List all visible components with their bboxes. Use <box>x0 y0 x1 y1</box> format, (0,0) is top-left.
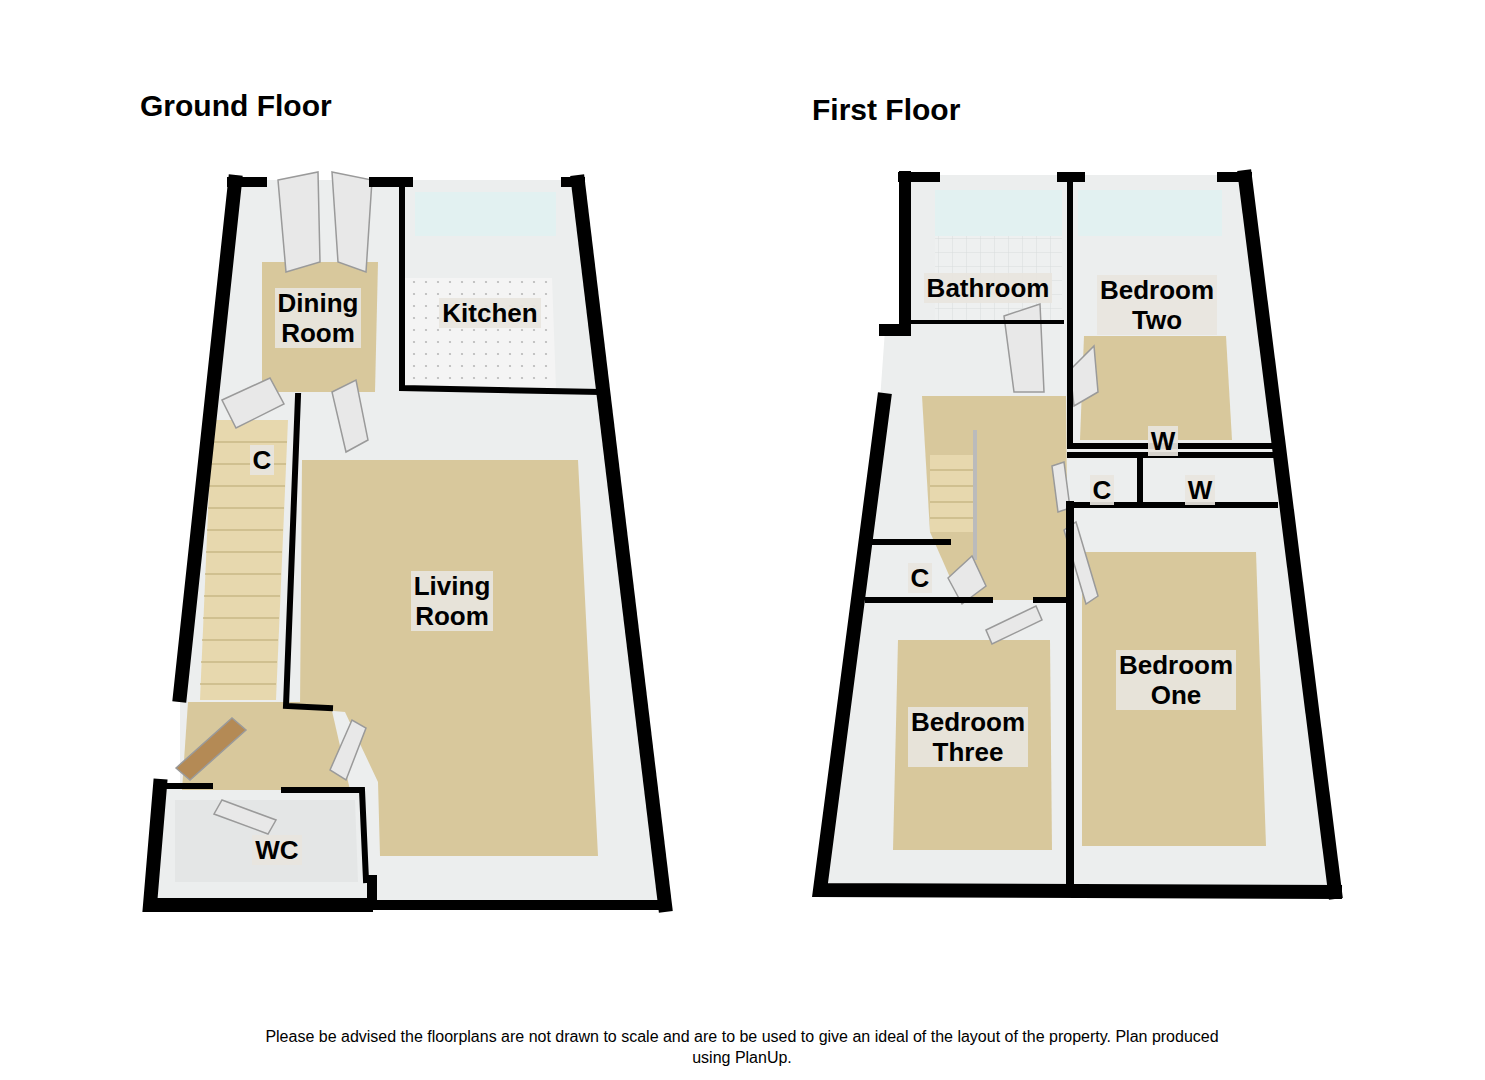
bathroom-window <box>935 190 1062 236</box>
room-name: Bathroom <box>924 273 1053 303</box>
bedroom-one-floor <box>1082 552 1266 846</box>
room-name: Bedroom Three <box>908 707 1028 767</box>
wall-faces <box>150 180 665 905</box>
room-name: Living Room <box>411 571 494 631</box>
room-name: Kitchen <box>439 298 540 328</box>
bedroom-two-floor <box>1080 336 1232 440</box>
bedroom-window <box>1078 190 1222 236</box>
room-name: C <box>908 563 933 593</box>
banister <box>973 430 977 560</box>
doors <box>948 304 1098 644</box>
room-name: Dining Room <box>275 288 362 348</box>
room-area: W <box>1138 422 1190 460</box>
room-area: W <box>1145 467 1260 507</box>
room-area: WC <box>165 795 355 883</box>
room-area: Dining Room <box>240 190 400 390</box>
doors <box>176 172 372 834</box>
living-floor <box>300 460 598 856</box>
room-area: C <box>872 550 942 604</box>
room-name: W <box>1148 426 1179 456</box>
stairs <box>930 455 975 532</box>
walls <box>820 177 1335 892</box>
landing-floor <box>922 396 1068 600</box>
room-name: W <box>1185 475 1216 505</box>
ground-floor-drawing <box>150 172 665 905</box>
bedroom-three-floor <box>893 640 1052 850</box>
floor-area: Bathroom Bedroom TwoW C W C Bedroom OneBedroo… <box>812 92 1347 902</box>
wall-faces <box>820 175 1335 892</box>
first-floor-drawing <box>820 175 1335 892</box>
floor-area: Dining Room KitchenLiving RoomWC Ground Fl… <box>140 88 685 918</box>
room-name: WC <box>252 835 301 865</box>
room-area: Bedroom One <box>1078 512 1288 877</box>
cupboard-label: C <box>250 445 275 475</box>
kitchen-floor <box>405 278 556 390</box>
stair-steps <box>930 470 975 518</box>
room-name: Bedroom Two <box>1097 275 1217 335</box>
stair-steps <box>200 442 287 684</box>
floor-heading: First Floor <box>812 92 960 128</box>
disclaimer-caption: Please be advised the floorplans are not… <box>262 1026 1222 1068</box>
room-area: C <box>1074 467 1134 507</box>
room-area: Bathroom <box>900 190 1065 325</box>
room-name: C <box>1090 475 1115 505</box>
room-name: Bedroom One <box>1116 650 1236 710</box>
room-area: Bedroom Two <box>1075 190 1245 435</box>
room-area: Living Room <box>302 400 598 855</box>
kitchen-window <box>415 192 556 236</box>
dining-floor <box>262 262 378 392</box>
walls <box>150 182 665 905</box>
room-area: Kitchen <box>402 240 572 390</box>
room-area: Bedroom Three <box>850 604 1055 879</box>
floor-heading: Ground Floor <box>140 88 332 124</box>
stairs <box>200 420 288 700</box>
wc-floor <box>175 800 358 882</box>
